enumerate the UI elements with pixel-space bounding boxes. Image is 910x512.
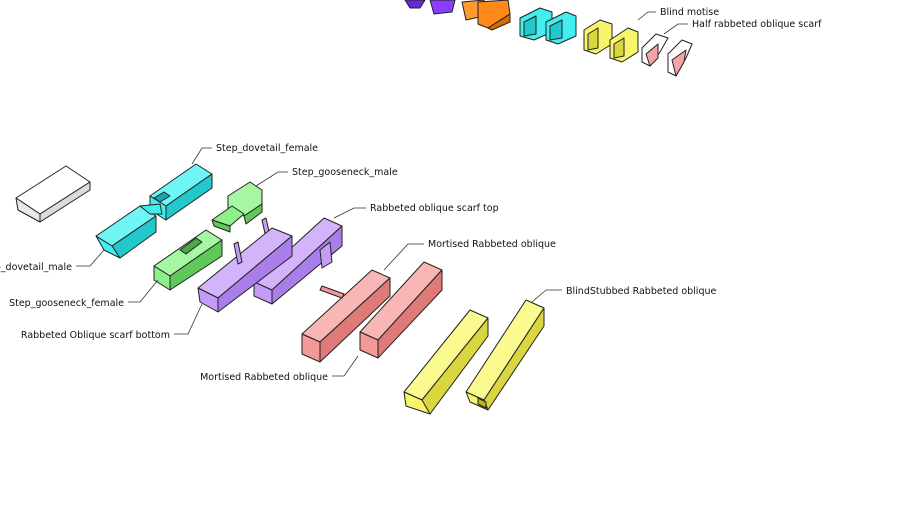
label-mortised-rabbeted-oblique-right: Mortised Rabbeted oblique bbox=[428, 239, 556, 250]
label-mortised-rabbeted-oblique-left: Mortised Rabbeted oblique bbox=[200, 372, 328, 383]
mortised-rabbeted-oblique-left-piece bbox=[301, 269, 391, 363]
white-block bbox=[15, 165, 91, 223]
label-blindstubbed-rabbeted-oblique: BlindStubbed Rabbeted oblique bbox=[566, 286, 716, 297]
blindstubbed-rabbeted-oblique-piece bbox=[465, 299, 545, 411]
yellow-stubbed-left-piece bbox=[403, 309, 489, 415]
label-half-rabbeted-oblique-scarf: Half rabbeted oblique scarf bbox=[692, 19, 822, 30]
rabbeted-oblique-scarf-top-piece bbox=[253, 217, 343, 305]
cyan-piece-top bbox=[519, 7, 577, 45]
label-rabbeted-oblique-scarf-bottom: Rabbeted Oblique scarf bottom bbox=[21, 330, 170, 341]
label-rabbeted-oblique-scarf-top: Rabbeted oblique scarf top bbox=[370, 203, 499, 214]
label-step-dovetail-female: Step_dovetail_female bbox=[216, 143, 318, 154]
label-step-gooseneck-female: Step_gooseneck_female bbox=[9, 298, 124, 309]
orange-piece-top bbox=[461, 0, 511, 31]
mortised-rabbeted-oblique-right-piece bbox=[359, 261, 443, 359]
label-blind-motise: Blind motise bbox=[660, 7, 719, 18]
label-step-gooseneck-male: Step_gooseneck_male bbox=[292, 167, 398, 178]
leader-lines bbox=[76, 11, 688, 377]
purple-piece-top bbox=[404, 0, 456, 15]
rabbeted-oblique-scarf-bottom-piece bbox=[197, 227, 293, 313]
label-step-dovetail-male: ep_dovetail_male bbox=[0, 262, 72, 273]
yellow-piece-top bbox=[583, 19, 639, 63]
step-gooseneck-female-piece bbox=[153, 229, 223, 291]
step-gooseneck-male-piece bbox=[211, 181, 271, 239]
half-rabbeted-scarf-pieces bbox=[641, 33, 693, 77]
step-dovetail-male-piece bbox=[95, 203, 163, 259]
